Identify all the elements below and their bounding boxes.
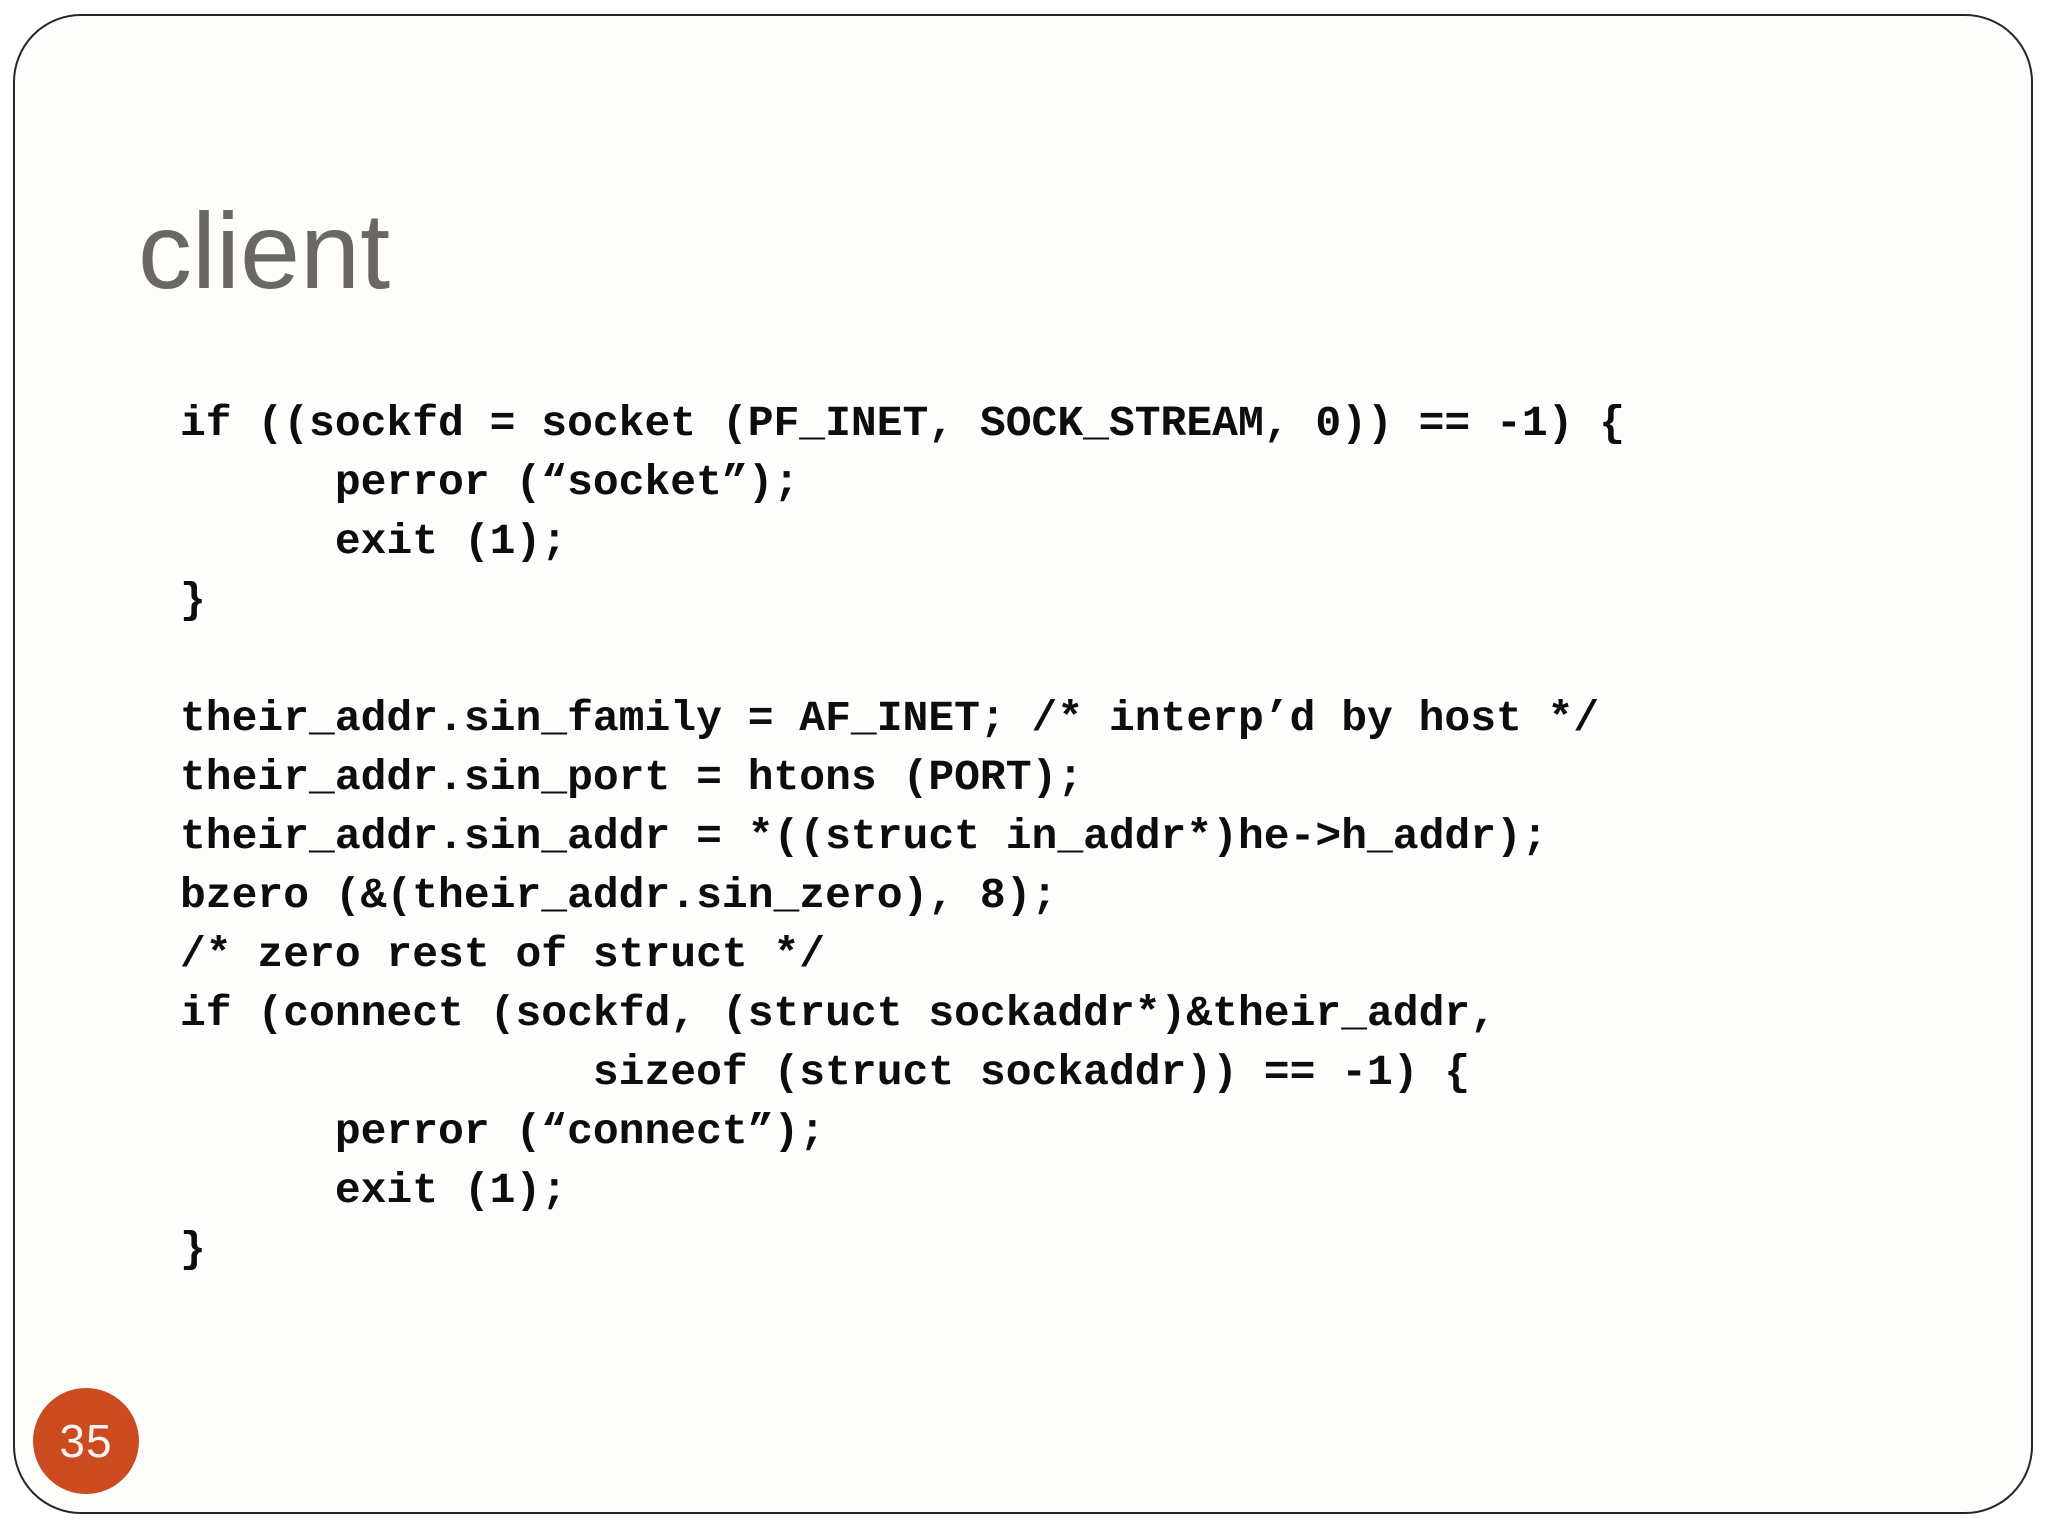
code-line: exit (1); — [180, 1166, 568, 1215]
code-line: } — [180, 1225, 206, 1274]
code-line: exit (1); — [180, 517, 568, 566]
code-line: sizeof (struct sockaddr)) == -1) { — [180, 1048, 1471, 1097]
code-block: if ((sockfd = socket (PF_INET, SOCK_STRE… — [180, 394, 1625, 1279]
code-line: their_addr.sin_port = htons (PORT); — [180, 753, 1084, 802]
code-line: their_addr.sin_addr = *((struct in_addr*… — [180, 812, 1548, 861]
code-line: their_addr.sin_family = AF_INET; /* inte… — [180, 694, 1600, 743]
slide-title: client — [138, 190, 391, 311]
code-line: perror (“socket”); — [180, 458, 800, 507]
code-line: if (connect (sockfd, (struct sockaddr*)&… — [180, 989, 1497, 1038]
code-line: perror (“connect”); — [180, 1107, 826, 1156]
code-line: } — [180, 576, 206, 625]
code-line: /* zero rest of struct */ — [180, 930, 826, 979]
code-line-blank — [180, 630, 1625, 689]
code-line: if ((sockfd = socket (PF_INET, SOCK_STRE… — [180, 399, 1626, 448]
page-number: 35 — [59, 1415, 113, 1467]
slide-border: client if ((sockfd = socket (PF_INET, SO… — [13, 14, 2033, 1514]
code-line: bzero (&(their_addr.sin_zero), 8); — [180, 871, 1058, 920]
page-number-badge: 35 — [33, 1388, 139, 1494]
